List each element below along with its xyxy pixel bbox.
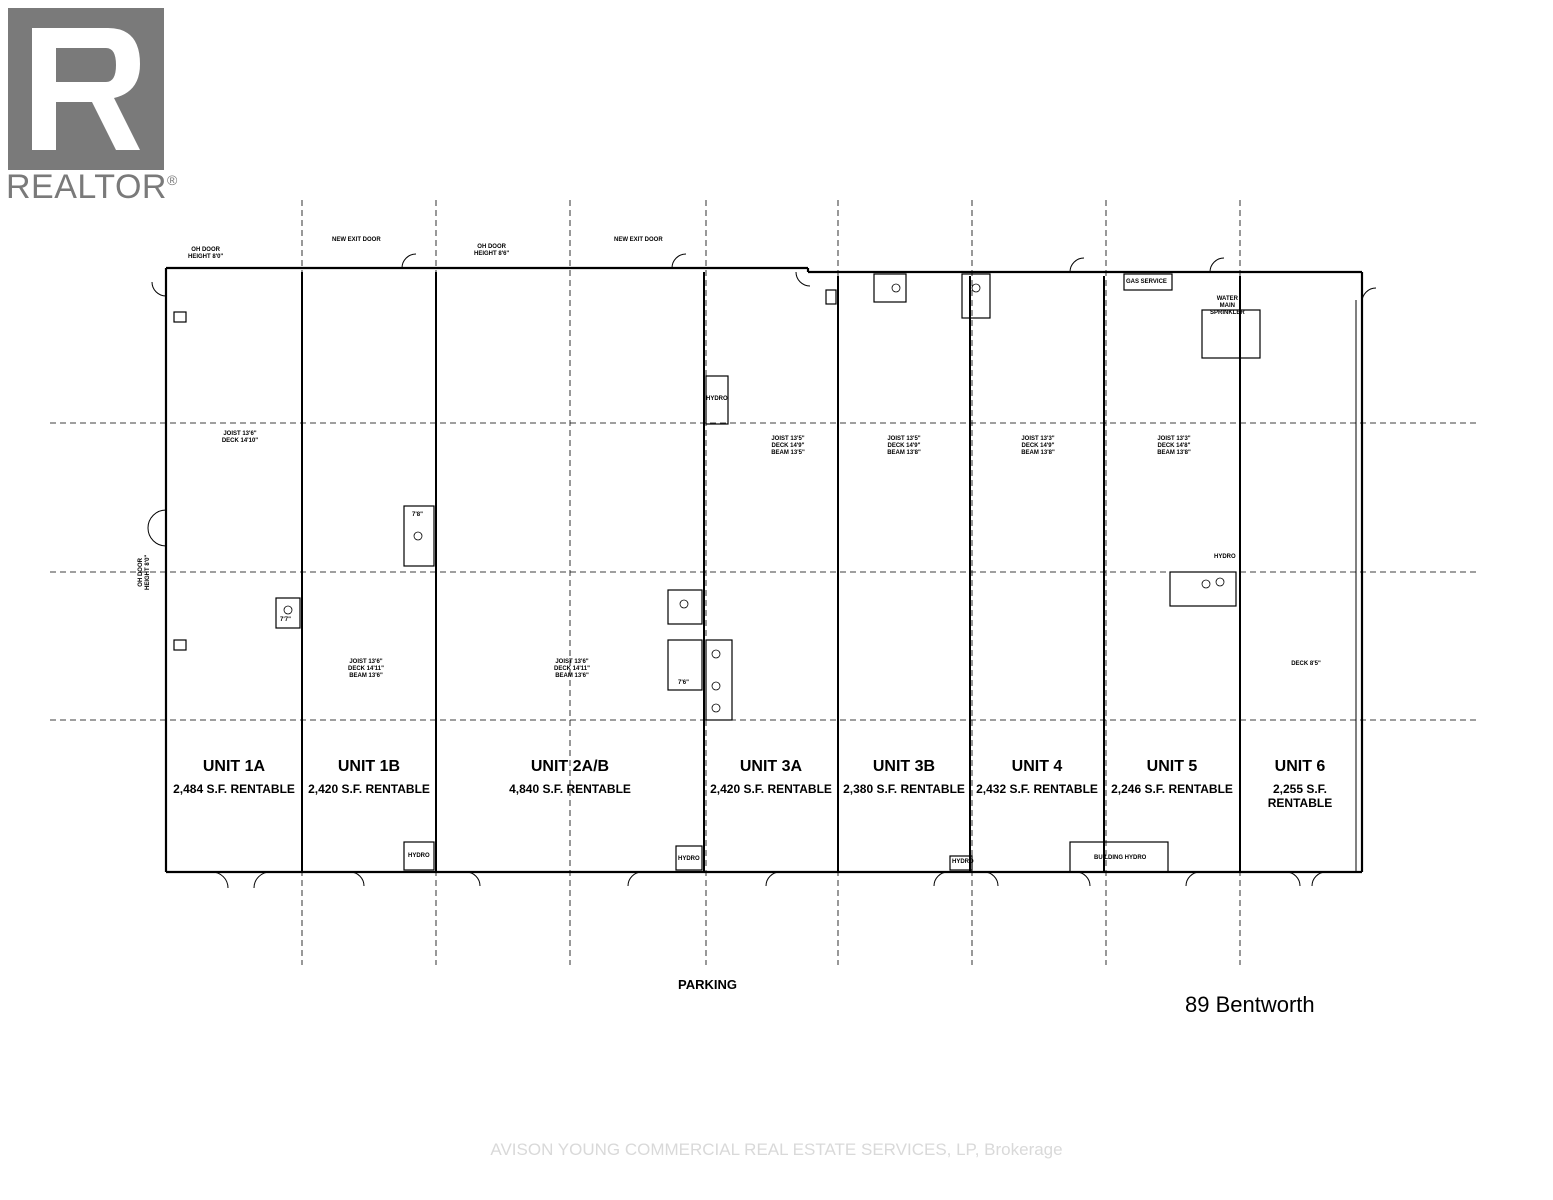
- unit-label-1a: UNIT 1A 2,484 S.F. RENTABLE: [168, 758, 300, 796]
- note-dimension-2: 7'8": [412, 512, 423, 518]
- unit-label-5: UNIT 5 2,246 S.F. RENTABLE: [1105, 758, 1239, 796]
- unit-label-3b: UNIT 3B 2,380 S.F. RENTABLE: [839, 758, 969, 796]
- note-water-main: WATER MAIN SPRINKLER: [1210, 296, 1245, 316]
- note-deck-6: DECK 8'5": [1291, 661, 1321, 667]
- note-new-exit-door-2: NEW EXIT DOOR: [614, 237, 663, 243]
- note-new-exit-door-1: NEW EXIT DOOR: [332, 237, 381, 243]
- note-oh-door-2: OH DOOR HEIGHT 8'6": [474, 244, 510, 257]
- note-oh-door-side: OH DOOR HEIGHT 8'0": [138, 554, 151, 590]
- note-joist-2ab: JOIST 13'6" DECK 14'11" BEAM 13'6": [554, 659, 590, 679]
- brokerage-watermark: AVISON YOUNG COMMERCIAL REAL ESTATE SERV…: [490, 1140, 1063, 1159]
- note-joist-1b: JOIST 13'6" DECK 14'11" BEAM 13'6": [348, 659, 384, 679]
- logo-registered-mark: ®: [166, 172, 178, 188]
- unit-name: UNIT 6: [1274, 758, 1326, 775]
- unit-area: 2,255 S.F. RENTABLE: [1267, 782, 1333, 810]
- note-dimension-3: 7'6": [678, 680, 689, 686]
- note-hydro-3b: HYDRO: [952, 859, 974, 865]
- note-hydro-1b: HYDRO: [408, 853, 430, 859]
- note-joist-3b: JOIST 13'5" DECK 14'9" BEAM 13'8": [887, 436, 921, 456]
- logo-name: REALTOR: [6, 168, 167, 206]
- note-gas-service: GAS SERVICE: [1126, 279, 1167, 285]
- realtor-logo-text: REALTOR®: [6, 168, 178, 207]
- unit-area: 2,380 S.F. RENTABLE: [843, 782, 965, 796]
- grid-lines: [50, 200, 1480, 965]
- parking-label: PARKING: [678, 977, 737, 992]
- fixtures: [283, 283, 1225, 713]
- unit-label-6: UNIT 6 2,255 S.F. RENTABLE: [1241, 758, 1359, 810]
- unit-name: UNIT 1B: [337, 758, 401, 775]
- note-hydro-5: HYDRO: [1214, 554, 1236, 560]
- note-oh-door-1: OH DOOR HEIGHT 8'0": [188, 247, 224, 260]
- unit-label-3a: UNIT 3A 2,420 S.F. RENTABLE: [705, 758, 837, 796]
- demising-walls: [301, 272, 1241, 872]
- unit-area: 2,420 S.F. RENTABLE: [308, 782, 430, 796]
- unit-area: 2,246 S.F. RENTABLE: [1111, 782, 1233, 796]
- unit-area: 2,432 S.F. RENTABLE: [976, 782, 1098, 796]
- note-joist-4: JOIST 13'3" DECK 14'9" BEAM 13'8": [1021, 436, 1055, 456]
- note-building-hydro: BUILDING HYDRO: [1094, 855, 1147, 861]
- door-swings: [147, 253, 1377, 889]
- note-joist-5: JOIST 13'3" DECK 14'8" BEAM 13'8": [1157, 436, 1191, 456]
- unit-name: UNIT 2A/B: [530, 758, 610, 775]
- property-address: 89 Bentworth: [1185, 992, 1315, 1017]
- unit-area: 4,840 S.F. RENTABLE: [509, 782, 631, 796]
- unit-area: 2,420 S.F. RENTABLE: [710, 782, 832, 796]
- unit-name: UNIT 3A: [739, 758, 803, 775]
- note-joist-1a: JOIST 13'6" DECK 14'10": [221, 431, 259, 444]
- note-joist-3a: JOIST 13'5" DECK 14'9" BEAM 13'5": [771, 436, 805, 456]
- unit-label-2ab: UNIT 2A/B 4,840 S.F. RENTABLE: [437, 758, 703, 796]
- note-hydro-2ab: HYDRO: [678, 856, 700, 862]
- service-rooms: [173, 273, 1261, 873]
- unit-label-1b: UNIT 1B 2,420 S.F. RENTABLE: [303, 758, 435, 796]
- note-hydro-3a: HYDRO: [706, 396, 728, 402]
- unit-area: 2,484 S.F. RENTABLE: [173, 782, 295, 796]
- note-dimension-1: 7'7": [280, 617, 291, 623]
- unit-name: UNIT 4: [1011, 758, 1063, 775]
- unit-label-4: UNIT 4 2,432 S.F. RENTABLE: [971, 758, 1103, 796]
- unit-name: UNIT 1A: [202, 758, 266, 775]
- realtor-logo-icon: [8, 8, 164, 170]
- unit-name: UNIT 5: [1146, 758, 1198, 775]
- unit-name: UNIT 3B: [872, 758, 936, 775]
